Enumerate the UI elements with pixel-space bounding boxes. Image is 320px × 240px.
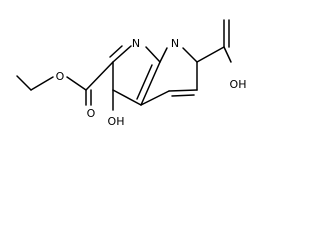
- bond-n1-c2: [112, 45, 132, 63]
- nitrogen-1-label: N: [132, 37, 140, 50]
- atom-labels: N N OH O O OH: [56, 37, 247, 128]
- bond-c5-c6: [168, 89, 198, 92]
- ester-ether-oxygen-label: O: [56, 70, 65, 83]
- bond-c4a-c8a: [140, 61, 161, 106]
- ester-carbonyl-oxygen-label: O: [87, 107, 96, 120]
- bond-c7-n8: [182, 47, 198, 63]
- carboxyl-hydroxyl-label: OH: [230, 78, 247, 91]
- ring-hydroxyl-label: OH: [108, 115, 125, 128]
- bond-lines: [16, 19, 232, 111]
- bond-c7-carboxyl-carbon: [196, 46, 225, 63]
- nitrogen-2-label: N: [171, 37, 179, 50]
- bond-c2-c3-double: [109, 45, 123, 58]
- chemical-structure-diagram: N N OH O O OH: [16, 19, 247, 128]
- bond-c8a-n1: [145, 46, 161, 63]
- bond-c8a-c4a-double: [136, 64, 153, 100]
- bond-ester-o-ch2: [30, 76, 54, 91]
- bond-c4a-c5: [140, 90, 170, 106]
- bond-c3-ester-carbon: [85, 61, 114, 91]
- bond-ester-c-o: [66, 76, 87, 91]
- bond-ch2-ch3: [16, 75, 32, 91]
- bond-c5-c6-double: [171, 94, 195, 97]
- bond-c4-c4a: [112, 89, 142, 106]
- bond-n8-c8a: [159, 47, 168, 63]
- bond-carboxyl-c-oh: [223, 46, 232, 63]
